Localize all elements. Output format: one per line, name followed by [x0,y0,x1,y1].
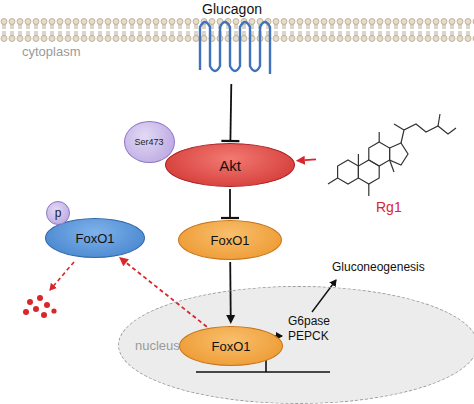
nucleus-ground [118,286,474,404]
output-arrow [312,280,336,312]
dna-line [196,371,330,373]
node-label: Glucagon [202,1,262,17]
degradation-arrow [50,262,74,290]
activation-connector [119,257,207,327]
inhibition-connector [221,189,239,218]
gene-label: PEPCK [288,329,329,343]
node-label: nucleus [135,338,180,353]
node-label: FoxO1 [75,231,114,246]
nucleus: nucleus FoxO1 [118,286,474,404]
degraded-fragments [23,295,57,318]
foxo1-nuclear: FoxO1 [179,326,283,366]
phosphate-group: p [46,201,70,225]
node-label: Rg1 [376,199,402,215]
foxo1-cytoplasmic: FoxO1 [178,220,282,260]
inhibition-connector [221,84,239,141]
node-label: FoxO1 [210,233,249,248]
phospho-site: Ser473 [124,121,175,163]
activation-connector [296,156,316,165]
node-label: p [55,206,62,220]
region-label: cytoplasm [22,44,81,59]
node-label: Ser473 [134,137,163,147]
molecule-structure [318,92,468,217]
akt-kinase: Akt [165,143,295,187]
node-label: Akt [219,157,241,174]
activation-connector [226,262,235,324]
node-label: FoxO1 [211,339,250,354]
cell-membrane [0,18,474,42]
compound: Rg1 [318,92,468,217]
process-label: Gluconeogenesis [332,260,425,274]
gene-label: G6pase [288,314,330,328]
receptor: Glucagon [192,0,272,82]
